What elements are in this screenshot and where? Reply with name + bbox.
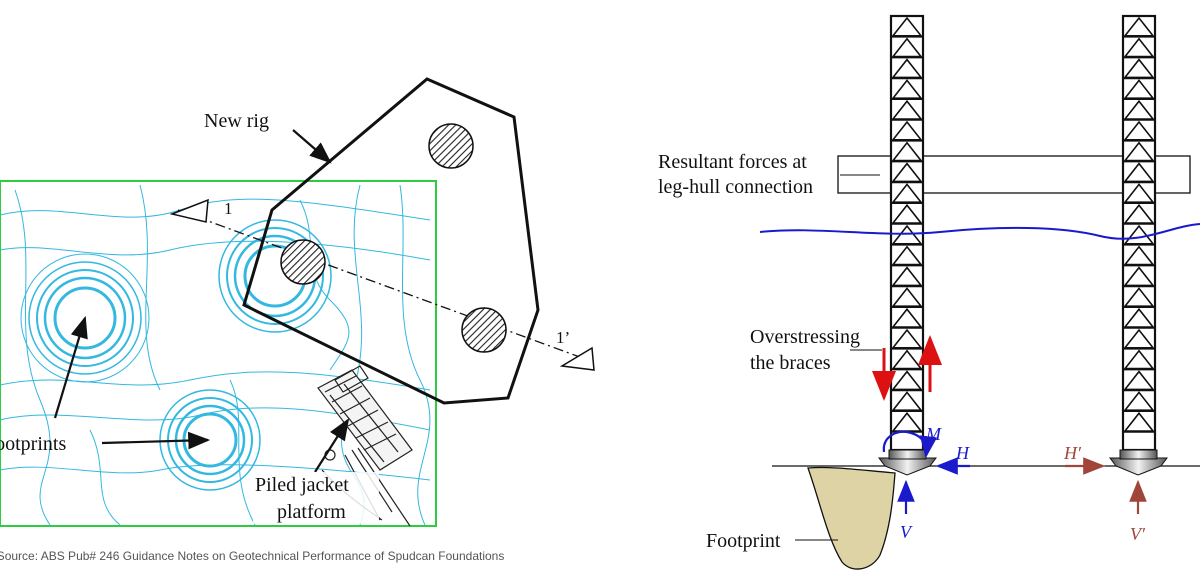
platform-arrow <box>314 418 350 473</box>
v-load-label: V <box>900 522 913 542</box>
leg-chord-frame <box>1121 14 1157 452</box>
leg-brace-bay <box>891 307 923 328</box>
section-marker-start <box>169 198 209 223</box>
leg-brace-bay <box>1123 411 1155 432</box>
new-rig-hull <box>242 77 540 405</box>
spudcan-right <box>1109 457 1168 476</box>
leg-brace-bay <box>1123 245 1155 266</box>
rig-leg-bottom <box>461 307 507 353</box>
rig-leg-middle <box>280 239 326 285</box>
h-prime-load-label: H′ <box>1063 443 1082 463</box>
image-source-caption: Image Source: ABS Pub# 246 Guidance Note… <box>0 549 504 563</box>
leg-brace-bay <box>1123 58 1155 79</box>
leg-brace-bay <box>891 328 923 349</box>
section-end-label: 1’ <box>556 328 570 347</box>
new-rig-arrow <box>292 129 332 164</box>
footprint-arrow-up <box>53 315 88 419</box>
platform-label-line2: platform <box>277 501 346 523</box>
jackup-leg-right <box>1121 14 1157 452</box>
leg-brace-bay <box>891 349 923 370</box>
leg-brace-bay <box>1123 328 1155 349</box>
leg-brace-bay <box>891 58 923 79</box>
leg-brace-bay <box>1123 16 1155 37</box>
leg-brace-bay <box>1123 370 1155 391</box>
footprints-label: Footprints <box>0 433 66 455</box>
leg-brace-bay <box>891 370 923 391</box>
leg-brace-bay <box>1123 141 1155 162</box>
leg-brace-bay <box>1123 37 1155 58</box>
leg-brace-bay <box>891 266 923 287</box>
rig-leg-top <box>428 123 474 169</box>
resultant-label-line2: leg-hull connection <box>658 176 813 198</box>
leg-brace-bay <box>1123 183 1155 203</box>
leg-brace-bay <box>891 391 923 411</box>
site-survey-plan: 1 1’ New rig Footprints Piled jacket pla… <box>0 77 595 563</box>
leg-brace-bay <box>1123 266 1155 287</box>
leg-brace-bay <box>1123 79 1155 99</box>
section-start-label: 1 <box>224 199 233 218</box>
leg-brace-bay <box>891 245 923 266</box>
leg-brace-bay <box>891 224 923 245</box>
moment-arrow <box>882 430 938 459</box>
leg-brace-bay <box>1123 349 1155 370</box>
leg-brace-bay <box>891 287 923 307</box>
h-load-label: H <box>955 443 970 463</box>
leg-brace-bay <box>891 37 923 58</box>
leg-brace-bay <box>1123 307 1155 328</box>
new-rig-label: New rig <box>204 110 269 132</box>
leg-brace-bay <box>891 120 923 141</box>
waterline <box>759 223 1200 240</box>
overstress-label-line1: Overstressing <box>750 326 860 348</box>
footprint-label: Footprint <box>706 530 781 552</box>
leg-brace-bay <box>1123 99 1155 120</box>
leg-brace-bay <box>1123 162 1155 183</box>
v-prime-load-label: V′ <box>1130 524 1146 544</box>
section-marker-end <box>559 346 595 371</box>
leg-brace-bay <box>891 183 923 203</box>
overstress-label-line2: the braces <box>750 352 831 374</box>
leg-brace-bay <box>891 99 923 120</box>
platform-label-line1: Piled jacket <box>255 474 349 496</box>
jackup-load-diagram: Resultant forces at leg-hull connection … <box>658 14 1200 570</box>
footprint-crater <box>807 466 896 570</box>
footprint-crater-left <box>20 253 150 383</box>
resultant-label-line1: Resultant forces at <box>658 151 807 173</box>
moment-label: M <box>925 424 942 444</box>
survey-boundary <box>0 180 437 527</box>
piled-jacket-platform <box>317 365 413 527</box>
leg-brace-bay <box>1123 120 1155 141</box>
section-line <box>177 209 589 361</box>
leg-brace-bay <box>1123 203 1155 224</box>
leg-brace-bay <box>1123 287 1155 307</box>
footprint-arrow-right <box>101 431 211 450</box>
leg-brace-bay <box>891 141 923 162</box>
leg-brace-bay <box>891 162 923 183</box>
leg-brace-bay <box>1123 391 1155 411</box>
leg-brace-bay <box>1123 224 1155 245</box>
leg-brace-bay <box>891 79 923 99</box>
leg-brace-bay <box>891 16 923 37</box>
leg-brace-bay <box>891 203 923 224</box>
leg-hull-connection-box <box>837 155 1191 194</box>
